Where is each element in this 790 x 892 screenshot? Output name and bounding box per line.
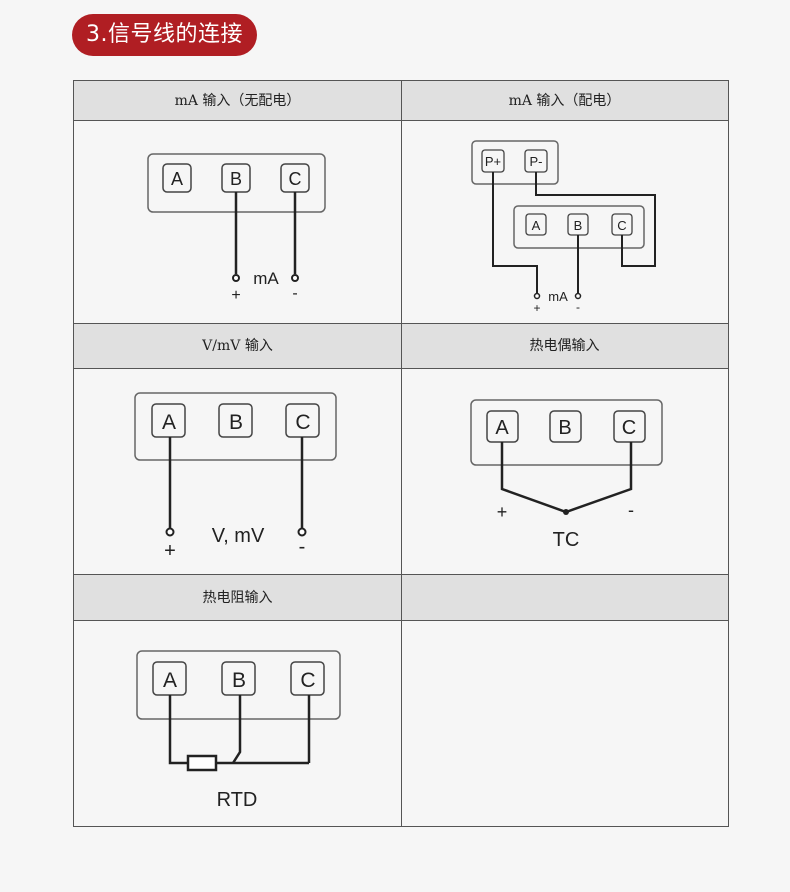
header-thermocouple: 热电偶输入	[401, 324, 728, 369]
signal-label: RTD	[217, 789, 258, 811]
wire-p-plus	[492, 172, 538, 293]
wire-b	[231, 695, 242, 764]
terminal-p-minus-label: P-	[530, 154, 543, 169]
terminal-a-label: A	[163, 669, 177, 692]
plus-label: +	[231, 287, 240, 304]
terminal-a-label: A	[162, 411, 176, 434]
terminal-b-label: B	[232, 669, 246, 692]
terminal-b-label: B	[574, 218, 583, 233]
device-box	[134, 392, 337, 461]
minus-label: -	[299, 536, 306, 558]
wiring-table: mA 输入（无配电） mA 输入（配电） V/mV 输入 热电偶输入 热电阻输入	[73, 80, 729, 827]
terminal-a	[151, 403, 186, 438]
terminal-b	[221, 661, 256, 696]
wire-p-minus-to-c	[535, 172, 656, 267]
signal-label: TC	[553, 529, 580, 551]
terminal-b-label: B	[230, 169, 242, 189]
header-rtd: 热电阻输入	[74, 575, 401, 621]
plus-label: +	[497, 502, 508, 522]
power-box	[471, 140, 559, 185]
terminal-dot	[297, 527, 307, 537]
resistor	[186, 754, 218, 772]
header-ma-no-power: mA 输入（无配电）	[74, 81, 401, 121]
terminal-c	[613, 410, 646, 443]
terminal-a	[525, 213, 547, 236]
terminal-b-label: B	[229, 411, 243, 434]
device-box	[470, 399, 663, 466]
terminal-b-label: B	[558, 417, 571, 439]
terminal-c-label: C	[295, 411, 310, 434]
section-title: 3.信号线的连接	[72, 14, 257, 56]
terminal-dot	[574, 292, 582, 300]
wire-a	[168, 695, 188, 765]
header-empty	[401, 575, 728, 621]
signal-label: mA	[548, 289, 568, 304]
minus-label: -	[576, 300, 580, 314]
minus-label: -	[292, 285, 297, 302]
terminal-a-label: A	[171, 169, 183, 189]
terminal-a	[162, 163, 192, 193]
terminal-b	[549, 410, 582, 443]
terminal-c	[290, 661, 325, 696]
header-voltage: V/mV 输入	[74, 324, 401, 369]
terminal-dot	[533, 292, 541, 300]
terminal-c-label: C	[300, 669, 315, 692]
terminal-dot	[291, 274, 299, 282]
terminal-c-label: C	[617, 218, 626, 233]
signal-label: V, mV	[212, 525, 265, 547]
terminal-dot	[165, 527, 175, 537]
junction-dot	[563, 509, 569, 515]
plus-label: +	[533, 301, 540, 315]
terminal-b	[218, 403, 253, 438]
terminal-p-plus-label: P+	[485, 154, 501, 169]
header-ma-power: mA 输入（配电）	[401, 81, 728, 121]
minus-label: -	[628, 500, 634, 520]
device-box	[136, 650, 341, 720]
plus-label: +	[164, 540, 176, 562]
terminal-dot	[232, 274, 240, 282]
signal-label: mA	[253, 269, 279, 288]
terminal-a-label: A	[532, 218, 541, 233]
terminal-c-label: C	[622, 417, 636, 439]
terminal-c-label: C	[289, 169, 302, 189]
terminal-a-label: A	[495, 417, 509, 439]
column-divider	[401, 81, 402, 826]
